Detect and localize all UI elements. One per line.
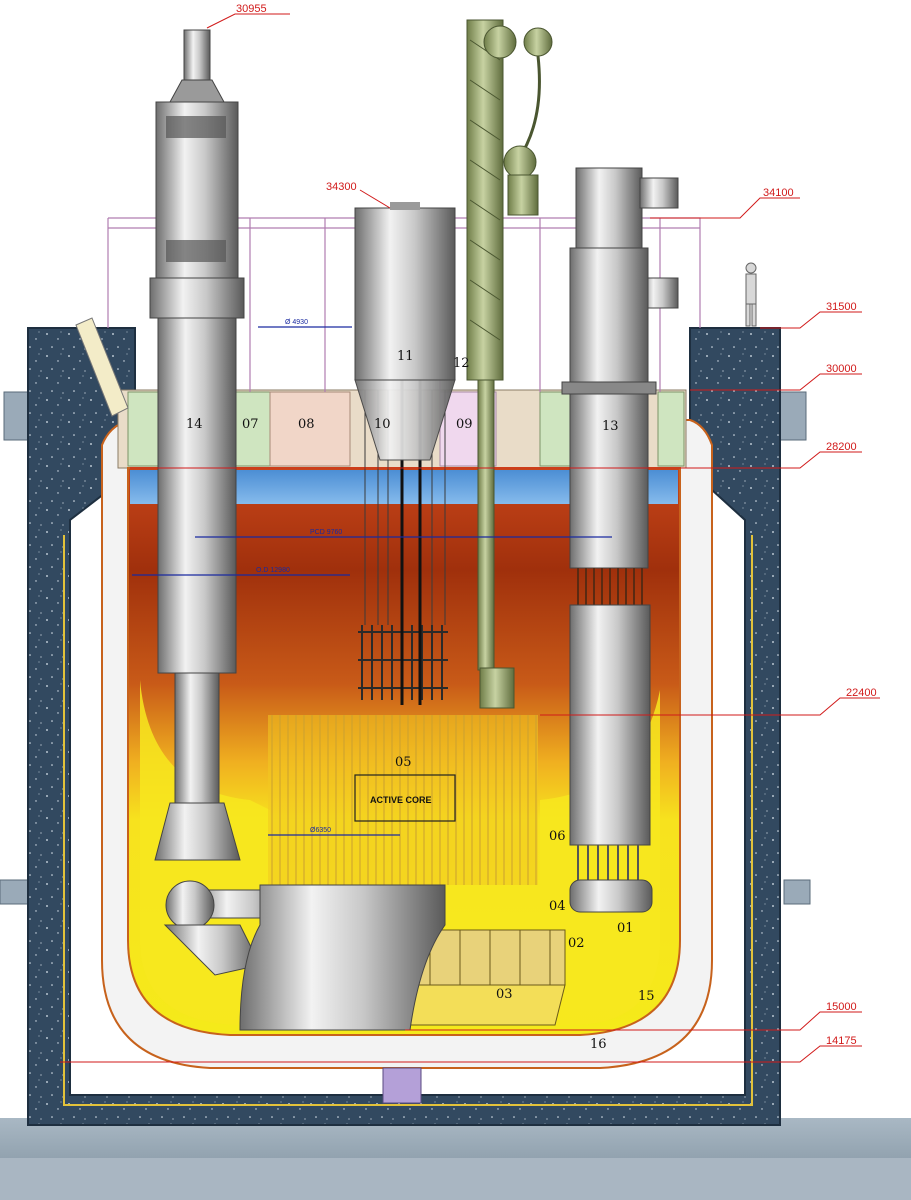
core-subassemblies [268,715,538,885]
pump-body-lower [174,672,220,804]
roof-cell-right [539,391,571,467]
core-block [268,715,538,885]
core-support [404,929,566,1026]
component-label-08: 08 [298,417,315,432]
component-label-14: 14 [186,417,203,432]
ihx-lower-shell [569,604,651,846]
component-label-11: 11 [397,349,414,364]
elevation-label-30000: 30000 [826,363,857,375]
component-label-06: 06 [549,829,566,844]
component-label-05: 05 [395,755,412,770]
dimension-label-d4930: Ø 4930 [285,319,308,326]
elevation-label-15000: 15000 [826,1001,857,1013]
roof-cell-left [127,391,159,467]
fhm-chain [516,55,541,161]
roof-cell-far-right [657,391,685,467]
ihx-bottom [569,879,653,913]
component-label-10: 10 [374,417,391,432]
fuel-handling-machine [466,19,553,709]
active-core-label: ACTIVE CORE [370,795,432,805]
base-slab-lower [0,1158,911,1200]
fhm-arm [477,379,495,671]
ihx-nozzle-upper [639,177,679,209]
fhm-ladder [469,39,501,341]
control-plug-cone [354,379,456,461]
pump-grille-upper [166,116,226,138]
dimension-label-od: O.D 12980 [256,567,290,574]
fhm-column [466,19,504,381]
component-label-13: 13 [602,419,619,434]
component-label-09: 09 [456,417,473,432]
elevation-label-31500: 31500 [826,301,857,313]
dimension-lines [132,326,612,836]
component-label-16: 16 [590,1037,607,1052]
fhm-motor [503,145,537,179]
pump-top-drive [183,29,211,83]
pump-grille-lower [166,240,226,262]
pump-frame [169,79,225,103]
ihx-flange [561,381,657,395]
intermediate-heat-exchanger [561,167,679,913]
left-flange-lower [0,879,31,905]
roof-cell-08 [269,391,351,467]
elevation-label-30955: 30955 [236,3,267,15]
pump-impeller [154,802,241,861]
ihx-tubes-upper [577,568,643,605]
ihx-shell [569,247,649,569]
component-label-04: 04 [549,899,566,914]
left-chute [75,317,129,417]
control-plug-cap [390,202,420,210]
pump-elbow [165,880,215,930]
elevation-label-22400: 22400 [846,687,877,699]
fhm-top-drive [483,25,517,59]
primary-pump [149,29,296,976]
fhm-motor-housing [507,174,539,216]
component-label-01: 01 [617,921,634,936]
elevation-leaders [60,13,880,1063]
elevation-label-14175: 14175 [826,1035,857,1047]
right-flange-lower [783,879,811,905]
active-core-box [354,774,456,822]
vault-bottom-penetration [382,1067,422,1104]
human-scale-figure [745,262,757,327]
pump-flange [149,277,245,319]
insulation-line [63,535,753,1106]
ihx-top [575,167,643,249]
component-label-03: 03 [496,987,513,1002]
elevation-label-34300: 34300 [326,181,357,193]
component-label-02: 02 [568,936,585,951]
roof-cell-07 [235,391,271,467]
fhm-drive-2 [523,27,553,57]
core-support-structure [404,984,566,1026]
fhm-gripper [479,667,515,709]
control-plug [354,202,456,461]
pump-shaft-column [157,317,237,674]
elevation-label-34100: 34100 [763,187,794,199]
component-label-07: 07 [242,417,259,432]
elevation-label-28200: 28200 [826,441,857,453]
dimension-label-pcd: PCD 9760 [310,529,342,536]
component-label-12: 12 [453,356,470,371]
component-label-15: 15 [638,989,655,1004]
dimension-label-d6350: Ø6350 [310,827,331,834]
